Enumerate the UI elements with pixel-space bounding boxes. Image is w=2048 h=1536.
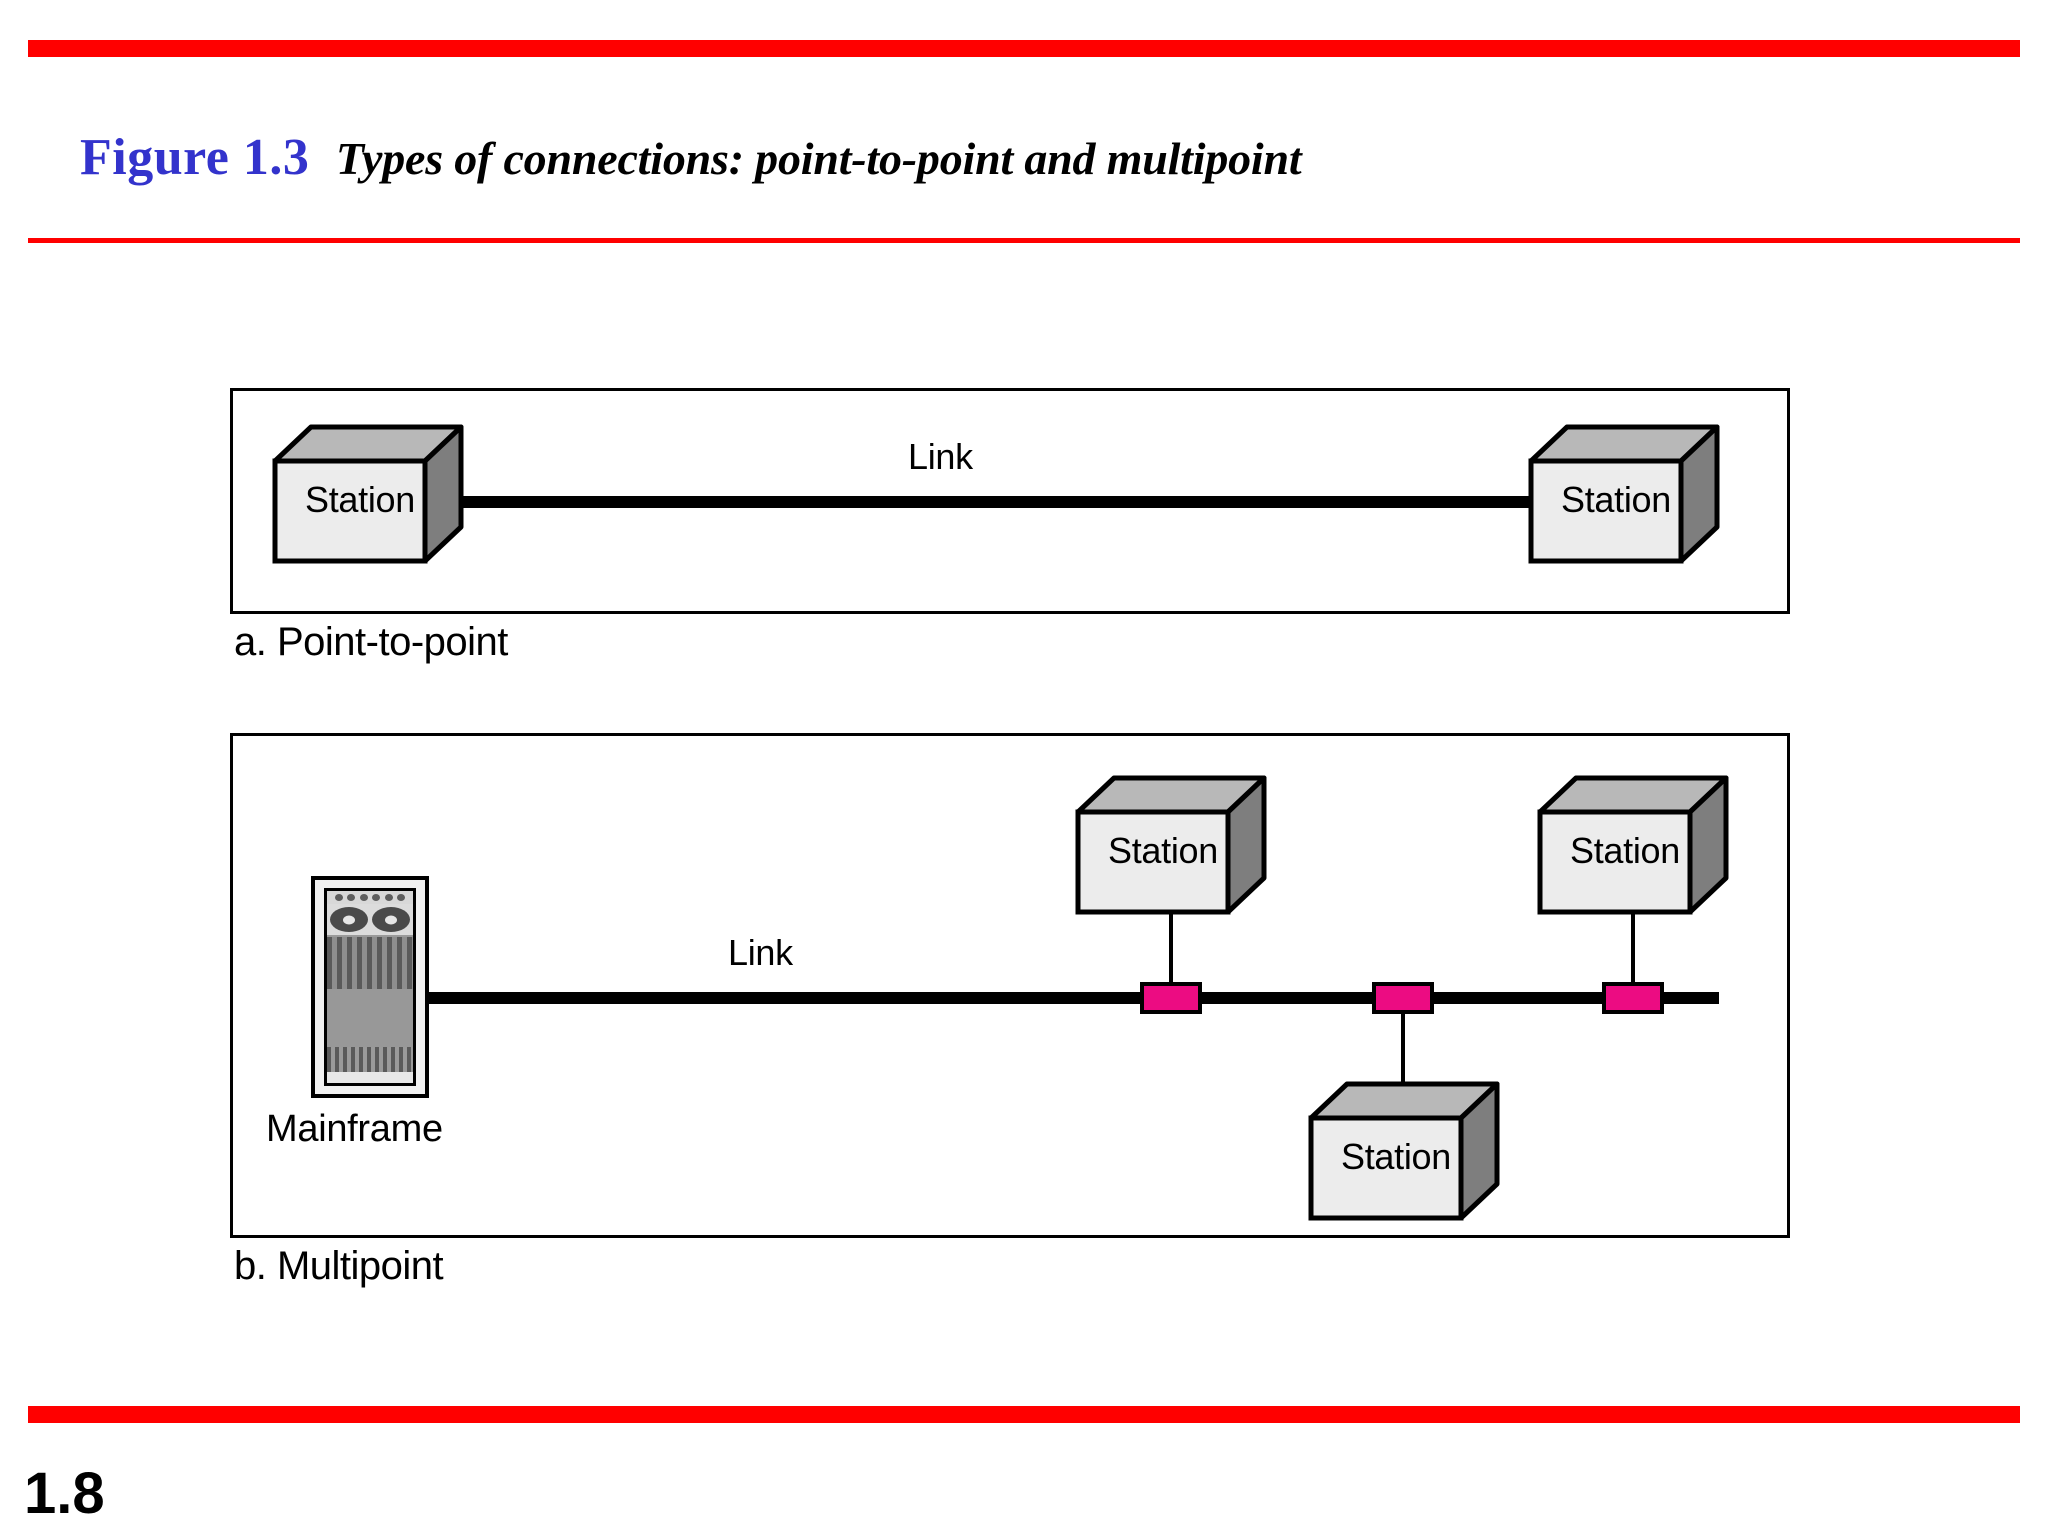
point-to-point-caption: a. Point-to-point bbox=[234, 620, 508, 664]
ptp-link-line bbox=[361, 496, 1661, 508]
multipoint-station-1[interactable]: Station bbox=[1075, 775, 1267, 915]
station-3d-shape bbox=[1308, 1081, 1500, 1221]
ptp-link-label: Link bbox=[908, 436, 973, 477]
multipoint-station-2[interactable]: Station bbox=[1308, 1081, 1500, 1221]
mainframe-device[interactable] bbox=[311, 876, 429, 1098]
station-3d-shape bbox=[272, 424, 464, 564]
tap-connector-3[interactable] bbox=[1602, 982, 1664, 1014]
indicator-dot bbox=[334, 894, 343, 901]
top-accent-rule bbox=[28, 40, 2020, 57]
station-3d-shape bbox=[1528, 424, 1720, 564]
mainframe-label: Mainframe bbox=[266, 1108, 443, 1150]
figure-number: Figure 1.3 bbox=[80, 129, 310, 186]
mainframe-indicator-lights bbox=[327, 891, 413, 904]
tap-connector-2[interactable] bbox=[1372, 982, 1434, 1014]
indicator-dot bbox=[384, 894, 393, 901]
ptp-station-right[interactable]: Station bbox=[1528, 424, 1720, 564]
figure-title-row: Figure 1.3 Types of connections: point-t… bbox=[80, 128, 1302, 187]
multipoint-caption: b. Multipoint bbox=[234, 1244, 444, 1288]
page-number: 1.8 bbox=[24, 1461, 105, 1526]
mainframe-face bbox=[324, 888, 416, 1086]
figure-caption: Types of connections: point-to-point and… bbox=[335, 133, 1302, 184]
drop-line-station-1 bbox=[1169, 912, 1173, 996]
mainframe-blank-panel bbox=[327, 989, 413, 1047]
point-to-point-panel: Link Station Station bbox=[230, 388, 1790, 614]
station-3d-shape bbox=[1075, 775, 1267, 915]
title-underline-rule bbox=[28, 238, 2020, 243]
mainframe-vent-slats-upper bbox=[327, 937, 413, 989]
multipoint-link-label: Link bbox=[728, 932, 793, 973]
ptp-station-left[interactable]: Station bbox=[272, 424, 464, 564]
multipoint-station-3[interactable]: Station bbox=[1537, 775, 1729, 915]
mainframe-vent-slats-lower bbox=[327, 1047, 413, 1073]
tape-reel-icon bbox=[371, 907, 410, 932]
bottom-accent-rule bbox=[28, 1406, 2020, 1423]
drop-line-station-3 bbox=[1631, 912, 1635, 996]
station-3d-shape bbox=[1537, 775, 1729, 915]
mainframe-chassis bbox=[311, 876, 429, 1098]
drop-line-station-2 bbox=[1401, 994, 1405, 1086]
indicator-dot bbox=[372, 894, 381, 901]
mainframe-tape-reels bbox=[327, 904, 413, 935]
indicator-dot bbox=[359, 894, 368, 901]
indicator-dot bbox=[397, 894, 406, 901]
indicator-dot bbox=[347, 894, 356, 901]
multipoint-panel: Link Station Station Station bbox=[230, 733, 1790, 1238]
tap-connector-1[interactable] bbox=[1140, 982, 1202, 1014]
mainframe-base bbox=[327, 1072, 413, 1083]
tape-reel-icon bbox=[330, 907, 369, 932]
multipoint-bus-line bbox=[331, 992, 1719, 1004]
